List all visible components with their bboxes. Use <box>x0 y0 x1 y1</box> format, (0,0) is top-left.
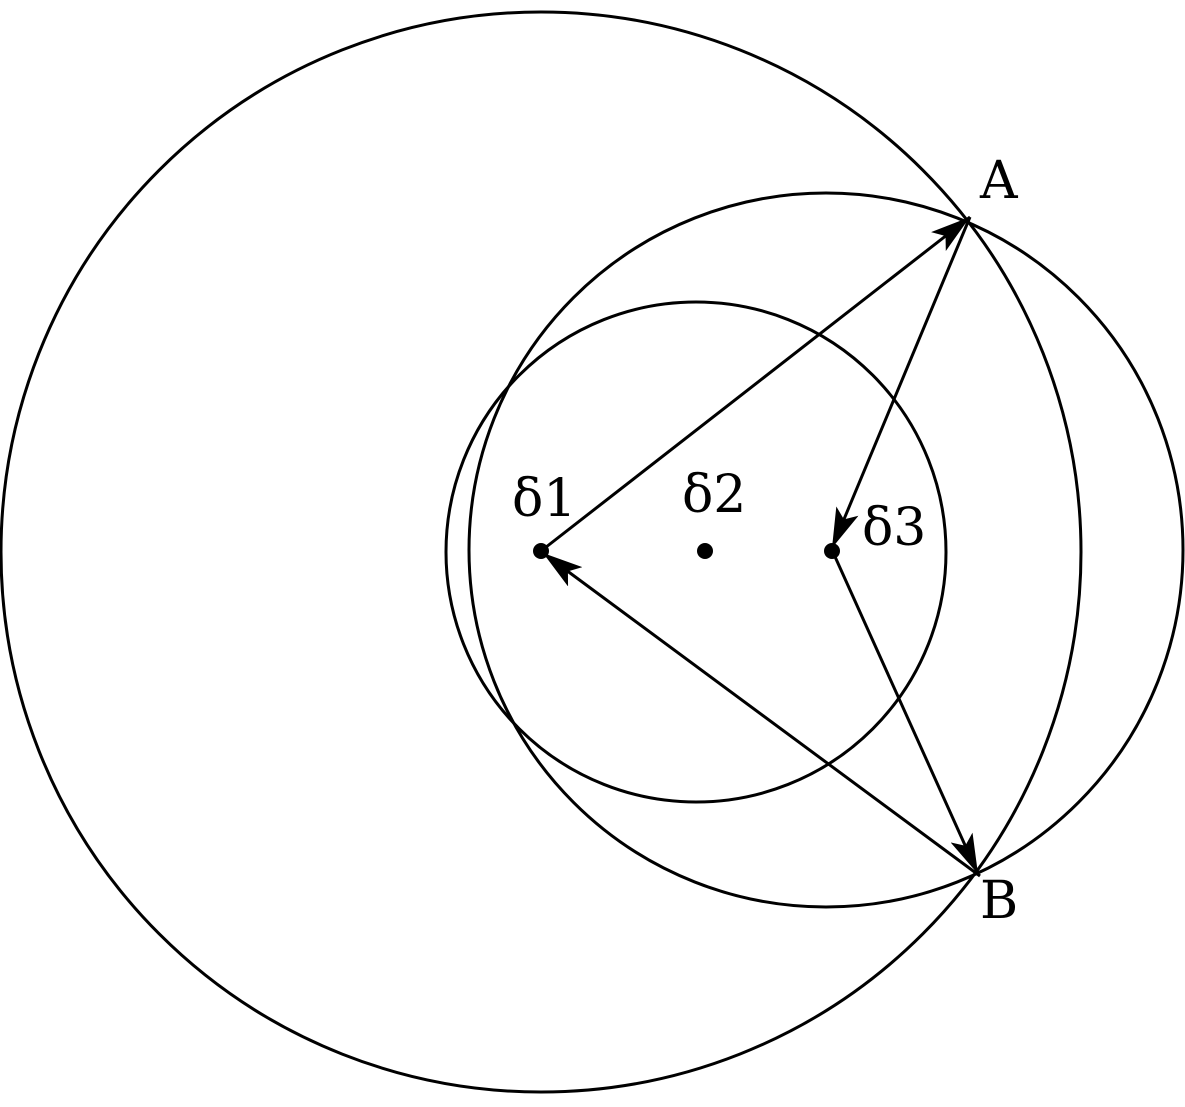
arrow-d3-to-b <box>830 549 980 875</box>
point-d3-dot <box>824 543 840 559</box>
arrow-a-to-d3 <box>830 216 972 549</box>
large-circle <box>0 10 1083 1094</box>
label-b: B <box>980 871 1018 931</box>
label-d1: δ1 <box>512 469 576 529</box>
label-d3: δ3 <box>862 498 926 558</box>
label-a: A <box>979 151 1019 211</box>
small-circle <box>444 300 948 804</box>
medium-circle <box>467 191 1185 909</box>
arrow-d1-to-a <box>540 215 971 553</box>
point-d1-dot <box>533 543 549 559</box>
label-d2: δ2 <box>682 465 746 525</box>
arrow-b-to-d1 <box>542 551 981 878</box>
point-d2-dot <box>697 543 713 559</box>
